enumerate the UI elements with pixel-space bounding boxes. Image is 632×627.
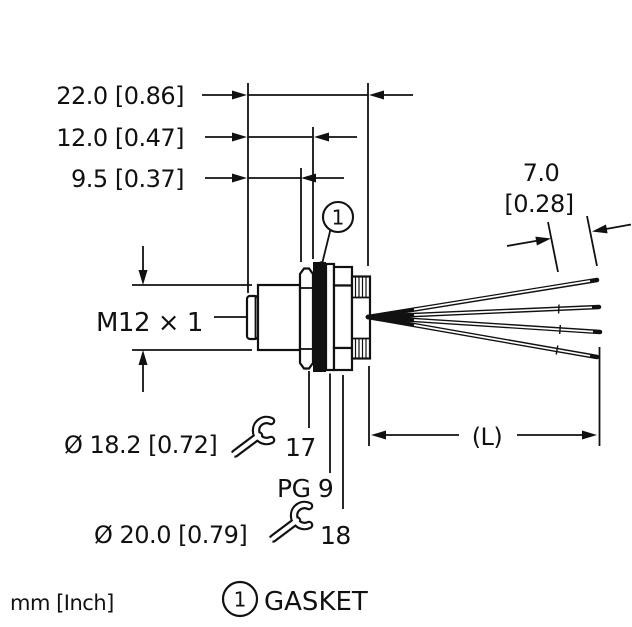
dimension-wire-strip: 7.0 [0.28] (504, 159, 632, 273)
hex-nut-wrench-size-label: 17 (285, 433, 316, 462)
callout-circle-icon (221, 580, 259, 618)
legend: 1 GASKET (221, 580, 368, 618)
gland-nut-wrench-size-label: 18 (320, 521, 351, 550)
dimension-lead-length: (L) (368, 347, 601, 451)
arrowhead (232, 90, 247, 100)
wire-strip-mm-label: 7.0 (523, 159, 560, 187)
gasket (313, 262, 326, 372)
leader-line (321, 229, 332, 263)
arrowhead (535, 236, 551, 246)
wrench-icon (226, 420, 272, 461)
arrowhead (314, 132, 329, 142)
legend-label: GASKET (264, 587, 368, 617)
connector-side-view (214, 262, 372, 372)
arrowhead (232, 132, 247, 142)
mounting-hole-dia-label: Ø 18.2 [0.72] (64, 431, 217, 459)
gland-locknut (350, 275, 372, 360)
gasket-callout: 1 (317, 200, 355, 269)
units-note-label: mm [Inch] (10, 591, 114, 615)
dimension-front-to-gasket: 12.0 [0.47] (56, 124, 357, 152)
gland-thread-label: PG 9 (277, 474, 333, 503)
arrowhead (138, 350, 148, 365)
arrowhead (369, 90, 384, 100)
units-note: mm [Inch] (10, 591, 114, 615)
dimension-thread-length: 9.5 [0.37] (71, 165, 344, 193)
threaded-barrel (256, 283, 302, 352)
arrowhead (138, 270, 148, 285)
gland-thread-callout: PG 9 (277, 373, 334, 503)
gland-body (332, 265, 354, 372)
knurl-hatching (354, 277, 367, 358)
leader-dot (317, 261, 326, 269)
flying-leads (365, 277, 603, 360)
hex-nut-wrench-callout: 17 (226, 371, 316, 462)
legend-number: 1 (234, 588, 247, 612)
hex-nut (298, 267, 315, 370)
dimension-overall-length-label: 22.0 [0.86] (56, 82, 184, 110)
callout-circle-icon (321, 200, 355, 234)
dimension-overall-length: 22.0 [0.86] (56, 82, 413, 110)
arrowhead (371, 430, 386, 440)
wire-strip-inch-label: [0.28] (504, 190, 573, 218)
arrowhead (592, 224, 608, 234)
washer (324, 262, 336, 372)
thread-size-label: M12 × 1 (96, 308, 203, 338)
arrowhead (582, 430, 597, 440)
dimension-thread-size: M12 × 1 (96, 246, 252, 392)
wrench-icon (264, 505, 310, 546)
dimension-front-to-gasket-label: 12.0 [0.47] (56, 124, 184, 152)
dimension-thread-length-label: 9.5 [0.37] (71, 165, 184, 193)
callout-number: 1 (332, 206, 345, 230)
gland-nut-wrench-callout: 18 (264, 375, 351, 550)
arrowhead (232, 173, 247, 183)
extension-lines (247, 83, 369, 293)
mounting-hole-dia-label-group: Ø 18.2 [0.72] (64, 431, 218, 459)
lead-length-label: (L) (472, 423, 503, 451)
gasket-outer-dia-label: Ø 20.0 [0.79] (94, 521, 247, 549)
gasket-outer-dia-label-group: Ø 20.0 [0.79] (94, 521, 248, 549)
